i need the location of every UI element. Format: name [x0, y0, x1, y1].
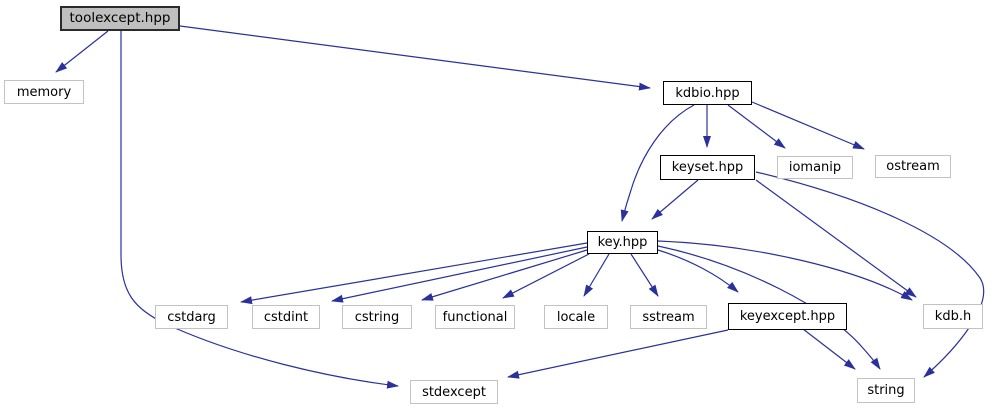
edge-keyexcept-string	[802, 328, 856, 370]
node-sstream: sstream	[630, 305, 707, 329]
edge-keyset-key	[651, 179, 699, 220]
node-kdb-h: kdb.h	[923, 304, 983, 329]
node-kdbio-hpp[interactable]: kdbio.hpp	[663, 81, 752, 105]
edge-key-kdbh	[657, 240, 913, 301]
edge-keyset-kdbh	[755, 179, 917, 298]
node-locale: locale	[544, 305, 608, 329]
edge-key-functional	[502, 253, 590, 299]
edge-toolexcept-memory	[55, 30, 109, 73]
edge-key-keyexcept	[657, 249, 739, 293]
edge-key-sstream	[630, 253, 659, 297]
edge-key-locale	[583, 253, 610, 297]
node-cstring: cstring	[342, 305, 412, 329]
edge-kdbio-key	[620, 104, 695, 222]
node-cstdarg: cstdarg	[155, 305, 228, 329]
node-stdexcept: stdexcept	[410, 380, 498, 404]
node-functional: functional	[435, 305, 515, 329]
node-cstdint: cstdint	[252, 305, 320, 329]
edge-key-cstdarg	[240, 242, 588, 305]
node-keyset-hpp[interactable]: keyset.hpp	[660, 155, 755, 180]
edge-keyexcept-stdexcept	[507, 329, 729, 379]
node-keyexcept-hpp[interactable]: keyexcept.hpp	[728, 303, 847, 330]
edge-toolexcept-kdbio	[179, 25, 651, 91]
edge-toolexcept-stdexcept	[120, 31, 399, 389]
edge-key-cstring	[421, 249, 588, 301]
node-ostream: ostream	[875, 155, 951, 178]
edge-kdbio-iomanip	[727, 104, 786, 149]
node-string: string	[857, 378, 915, 403]
node-toolexcept-hpp: toolexcept.hpp	[60, 6, 180, 31]
edge-key-cstdint	[331, 246, 588, 303]
edge-kdbio-ostream	[751, 101, 865, 150]
node-memory: memory	[4, 80, 84, 104]
node-key-hpp[interactable]: key.hpp	[587, 231, 658, 254]
edge-keyset-string	[755, 171, 985, 378]
node-iomanip: iomanip	[777, 156, 853, 179]
